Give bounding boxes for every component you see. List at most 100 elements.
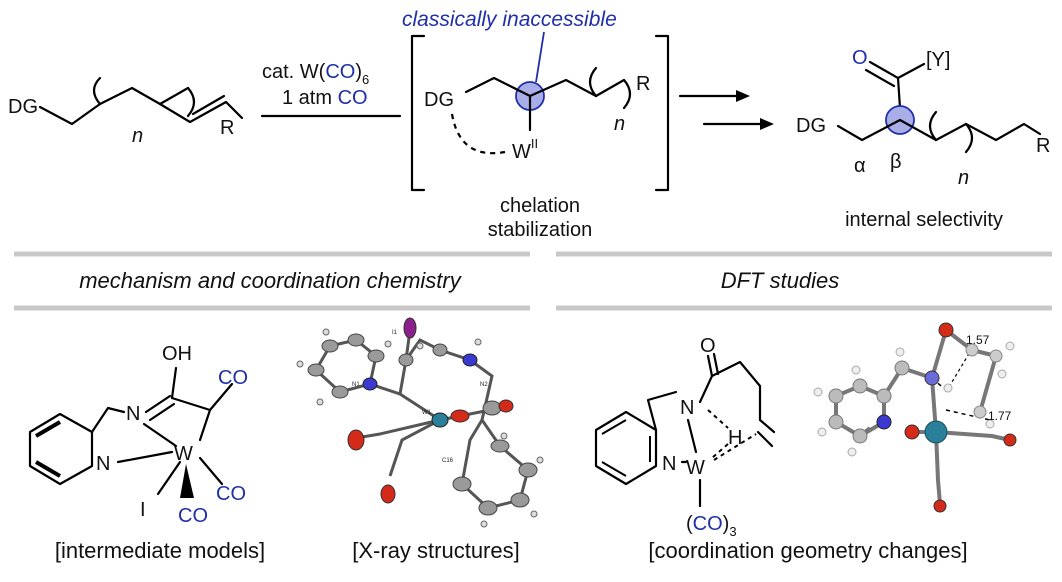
intermediate-bracket: classically inaccessible DG R n WII chel… [402, 8, 670, 241]
o-label: O [852, 47, 868, 69]
n2-atom [462, 353, 478, 367]
arrow-2-head [760, 118, 774, 130]
double-bond [191, 94, 226, 116]
paren-right [622, 78, 632, 110]
cy-bond [896, 62, 926, 80]
paren-left [588, 66, 598, 98]
cn-double [148, 402, 176, 422]
distance-label-2: 1.77 [988, 409, 1012, 423]
ch2-bond [90, 406, 126, 434]
i-label: I [140, 499, 146, 521]
c-beta-bond [896, 76, 902, 110]
pyridine-ring [28, 412, 94, 486]
co-bond [868, 60, 900, 80]
n-amide-label: N [680, 397, 694, 419]
chain-bond [964, 122, 1042, 142]
w-label-model: W [174, 443, 193, 465]
wedge-bond [180, 464, 194, 498]
n1-atom [362, 377, 378, 391]
aromatic-bond [34, 420, 62, 438]
xray-structures-caption: [X-ray structures] [352, 538, 519, 563]
r-label: R [220, 117, 234, 139]
paren-left [92, 76, 102, 106]
wn-bond-2 [142, 422, 178, 448]
co3-label: (CO)3 [686, 513, 737, 539]
r-label-2: R [636, 73, 650, 95]
dg-label-3: DG [796, 115, 826, 137]
pyridine-ring [594, 410, 658, 486]
aromatic-bond [601, 461, 627, 477]
w-label-dft: W [686, 457, 705, 479]
oxygen-atom [450, 409, 470, 423]
arrow-1-head [736, 90, 750, 102]
n-subscript-2: n [614, 113, 625, 135]
n-pyridine-label: N [96, 453, 110, 475]
dft-atoms [813, 322, 1017, 513]
distance-label-1: 1.57 [966, 333, 990, 347]
coordination-geometry-caption: [coordination geometry changes] [648, 538, 967, 563]
section-dividers [14, 251, 1052, 311]
n-imine-label: N [126, 403, 140, 425]
bracket-right [654, 34, 670, 192]
paren-left [928, 110, 938, 142]
dft-render: 1.57 1.77 [813, 322, 1017, 513]
dg-label: DG [8, 96, 38, 118]
product: O [Y] DG R n α β internal selectivity [796, 47, 1050, 231]
reaction-conditions: cat. W(CO)6 1 atm CO [260, 61, 402, 118]
oh-label: OH [162, 343, 192, 365]
cn-bond [144, 394, 172, 414]
wh-dashed-bond [711, 443, 729, 459]
alpha-label: α [854, 155, 866, 177]
ch2-bond [646, 390, 678, 432]
nc-bond [698, 374, 714, 404]
co-double [712, 352, 720, 376]
wn-bond [686, 418, 698, 454]
paren-right [964, 122, 974, 154]
starting-alkene: DG n R [8, 76, 244, 147]
chelation-dashed-bond [450, 113, 506, 155]
co-label-bottom: CO [178, 505, 208, 527]
aromatic-bond [601, 419, 627, 435]
oxygen-atom [347, 429, 365, 451]
stabilization-label: stabilization [488, 219, 593, 241]
iodine-atom [403, 317, 417, 339]
arrows [678, 90, 774, 130]
wc-bond [198, 408, 212, 442]
co-double [864, 68, 896, 88]
wn-bond [116, 450, 174, 464]
chain-bond [934, 122, 968, 142]
w1-label: W1 [422, 410, 432, 416]
n2-atom-label: N2 [480, 382, 488, 388]
tungsten-atom [924, 420, 948, 444]
n1-atom-label: N1 [352, 382, 360, 388]
chain-bond [98, 86, 190, 106]
classically-inaccessible-note: classically inaccessible [402, 8, 617, 31]
nh-dashed-bond [707, 409, 729, 429]
o-label-2: O [700, 335, 716, 357]
tungsten-atom [431, 412, 449, 428]
co-bond [706, 354, 714, 378]
dft-model-structure: N N O H W (CO)3 [594, 335, 776, 539]
co-label-right: CO [216, 483, 246, 505]
dg-label-2: DG [424, 89, 454, 111]
beta-label: β [890, 151, 902, 173]
wi-bond [156, 460, 182, 496]
w-alkene-dashed [713, 433, 757, 461]
chain-bond [836, 118, 938, 142]
xray-atoms [296, 317, 544, 528]
i1-label: I1 [392, 330, 398, 336]
dft-header: DFT studies [721, 268, 840, 293]
n-pyridine-label-2: N [662, 453, 676, 475]
n-subscript-3: n [958, 167, 969, 189]
c16-label: C16 [442, 458, 454, 464]
catalyst-label: cat. W(CO)6 [262, 61, 369, 87]
mechanism-header: mechanism and coordination chemistry [79, 268, 463, 293]
note-pointer [535, 31, 545, 83]
n-subscript: n [132, 125, 143, 147]
oxygen-atom [380, 484, 396, 504]
bracket-left [410, 34, 426, 192]
w-label: WII [512, 136, 538, 163]
pressure-label: 1 atm CO [282, 87, 368, 109]
alkene-bond [158, 100, 244, 124]
